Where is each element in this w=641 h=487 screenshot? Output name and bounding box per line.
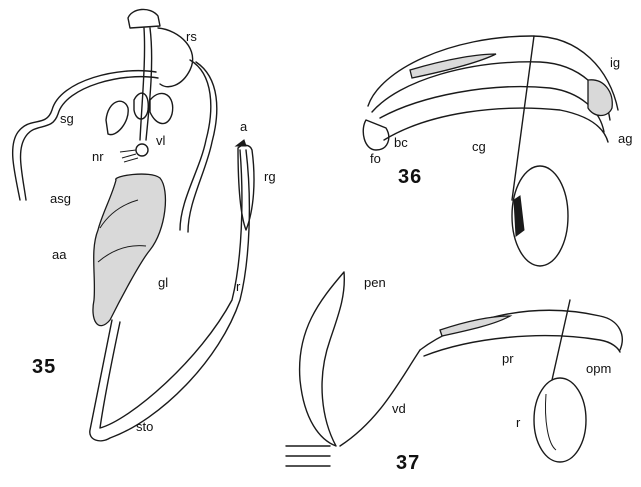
label-opm: opm xyxy=(586,362,611,376)
anus xyxy=(236,140,246,146)
label-r-35: r xyxy=(236,280,240,294)
label-pr: pr xyxy=(502,352,514,366)
salivary-gland-left xyxy=(106,101,128,134)
channel-lower xyxy=(384,108,608,142)
label-r-37: r xyxy=(516,416,520,430)
label-rg: rg xyxy=(264,170,276,184)
figure-35-number: 35 xyxy=(32,356,56,379)
digestive-gland xyxy=(93,174,165,326)
cross-section-37 xyxy=(534,378,586,462)
nerve-strands xyxy=(120,150,138,162)
buccal-mass-outline xyxy=(128,9,160,28)
label-bc: bc xyxy=(394,136,408,150)
oesophagus xyxy=(140,28,145,140)
label-vd: vd xyxy=(392,402,406,416)
vas-deferens xyxy=(340,350,420,446)
label-ag: ag xyxy=(618,132,632,146)
figure-36-number: 36 xyxy=(398,166,422,189)
tube-rs-outer xyxy=(180,60,211,230)
label-asg: asg xyxy=(50,192,71,206)
label-gl: gl xyxy=(158,276,168,290)
tube-rs-inner xyxy=(188,62,217,232)
scale-lines xyxy=(286,446,330,466)
label-vl: vl xyxy=(156,134,165,148)
label-a: a xyxy=(240,120,247,134)
stipple-strip-37 xyxy=(440,316,510,336)
nerve-ring xyxy=(136,144,148,156)
oesophagus-wall xyxy=(146,28,152,140)
ingestive-gland xyxy=(588,80,612,116)
figure-37-number: 37 xyxy=(396,452,420,475)
label-pen: pen xyxy=(364,276,386,290)
penis xyxy=(300,272,345,446)
label-rs: rs xyxy=(186,30,197,44)
rectum-cross xyxy=(545,394,556,450)
ventral-lobe-right xyxy=(150,93,173,123)
body-inner-37 xyxy=(424,336,620,356)
cross-section-dark-36 xyxy=(514,196,524,236)
label-ig: ig xyxy=(610,56,620,70)
label-cg: cg xyxy=(472,140,486,154)
label-aa: aa xyxy=(52,248,66,262)
mantle-inner xyxy=(372,62,610,120)
label-sto: sto xyxy=(136,420,153,434)
figure-36-drawing xyxy=(363,36,618,266)
label-fo: fo xyxy=(370,152,381,166)
foot-organ xyxy=(363,120,389,150)
section-line-37 xyxy=(552,300,570,380)
figure-37-drawing xyxy=(286,272,622,466)
label-nr: nr xyxy=(92,150,104,164)
label-sg: sg xyxy=(60,112,74,126)
